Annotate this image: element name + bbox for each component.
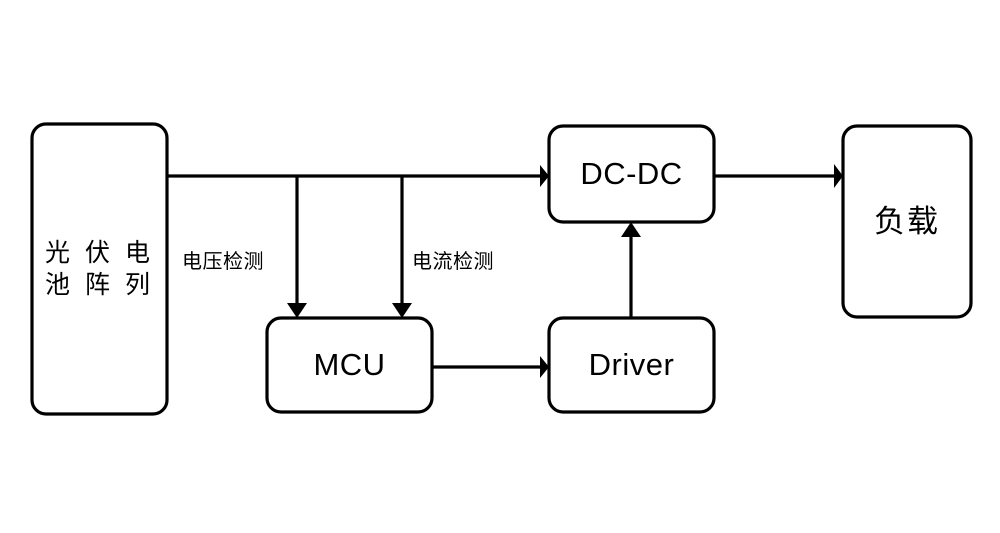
arrowhead-dcdc-to-load <box>834 164 843 188</box>
arrowhead-voltage-sense <box>287 303 307 318</box>
node-dc-dc[interactable] <box>547 124 716 224</box>
arrowhead-mcu-to-driver <box>540 356 549 378</box>
arrowhead-driver-to-dcdc <box>621 222 641 237</box>
arrowhead-pv-to-dcdc <box>540 165 549 187</box>
node-mcu[interactable] <box>265 316 434 414</box>
arrowhead-current-sense <box>392 303 412 318</box>
node-driver[interactable] <box>547 316 716 414</box>
node-pv-array[interactable] <box>30 122 169 416</box>
node-load[interactable] <box>841 124 973 319</box>
